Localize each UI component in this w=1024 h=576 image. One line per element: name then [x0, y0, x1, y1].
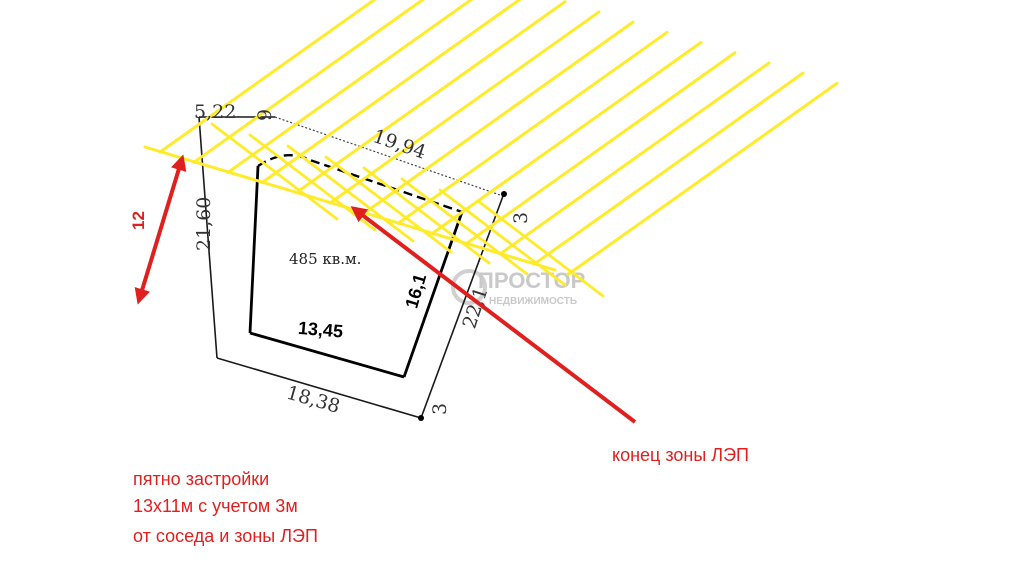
building-spot-right-dim: 16,1	[401, 271, 430, 310]
power-zone-crosshatch-line	[438, 188, 567, 287]
plot-top-edge	[274, 116, 504, 197]
corner-marker-bottom-right	[418, 415, 424, 421]
dim-left: 21,60	[193, 197, 215, 251]
power-zone-hatch-line	[498, 61, 771, 256]
building-note: пятно застройки 13х11м с учетом 3м от со…	[133, 469, 318, 546]
power-zone-end-label: конец зоны ЛЭП	[612, 445, 749, 465]
power-zone-edge-line	[143, 145, 557, 272]
power-line-hatch	[143, 0, 839, 298]
power-zone-hatch-line	[260, 0, 522, 185]
power-zone-hatch-line	[192, 0, 425, 164]
power-zone-hatch-line	[362, 20, 635, 215]
power-zone-crosshatch-line	[362, 166, 491, 265]
dim-top-left: 5,22	[194, 101, 236, 123]
power-zone-hatch-line	[532, 71, 805, 266]
power-zone-crosshatch-line	[286, 144, 415, 243]
building-spot-bottom-edge	[249, 331, 405, 379]
power-zone-hatch-line	[294, 0, 567, 195]
building-spot-bottom-dim: 13,45	[297, 318, 344, 342]
area-label: 485 кв.м.	[289, 250, 361, 268]
corner-marker-top-right	[501, 191, 507, 197]
power-zone-width-label: 12	[129, 211, 148, 230]
power-zone-crosshatch-line	[210, 122, 339, 221]
power-zone-crosshatch-line	[324, 155, 453, 254]
watermark-logo-icon	[451, 269, 487, 305]
watermark: ПРОСТОР НЕДВИЖИМОСТЬ	[451, 268, 585, 307]
power-zone-end-arrow	[350, 206, 637, 424]
dim-top: 19,94	[370, 125, 429, 164]
dim-setback-top-right: 3	[510, 212, 532, 224]
watermark-subtitle: НЕДВИЖИМОСТЬ	[489, 296, 577, 307]
power-zone-hatch-line	[158, 0, 377, 154]
note-line-3: от соседа и зоны ЛЭП	[133, 526, 318, 546]
note-line-2: 13х11м с учетом 3м	[133, 496, 298, 516]
dim-setback-bottom-right: 3	[429, 403, 451, 415]
building-spot-left-edge	[248, 165, 260, 334]
power-zone-hatch-line	[328, 10, 601, 205]
power-zone-hatch-line	[566, 81, 839, 276]
watermark-title: ПРОСТОР	[478, 268, 585, 293]
note-line-1: пятно застройки	[133, 469, 269, 489]
power-zone-width-arrow	[134, 154, 187, 305]
plot-right-edge	[420, 195, 504, 419]
plot-bottom-edge	[216, 357, 422, 419]
dim-top-left-partial: 9	[254, 109, 276, 121]
power-zone-crosshatch-line	[400, 177, 529, 276]
power-zone-hatch-line	[226, 0, 474, 174]
power-zone-hatch-line	[464, 51, 737, 246]
power-zone-crosshatch-line	[476, 199, 605, 298]
